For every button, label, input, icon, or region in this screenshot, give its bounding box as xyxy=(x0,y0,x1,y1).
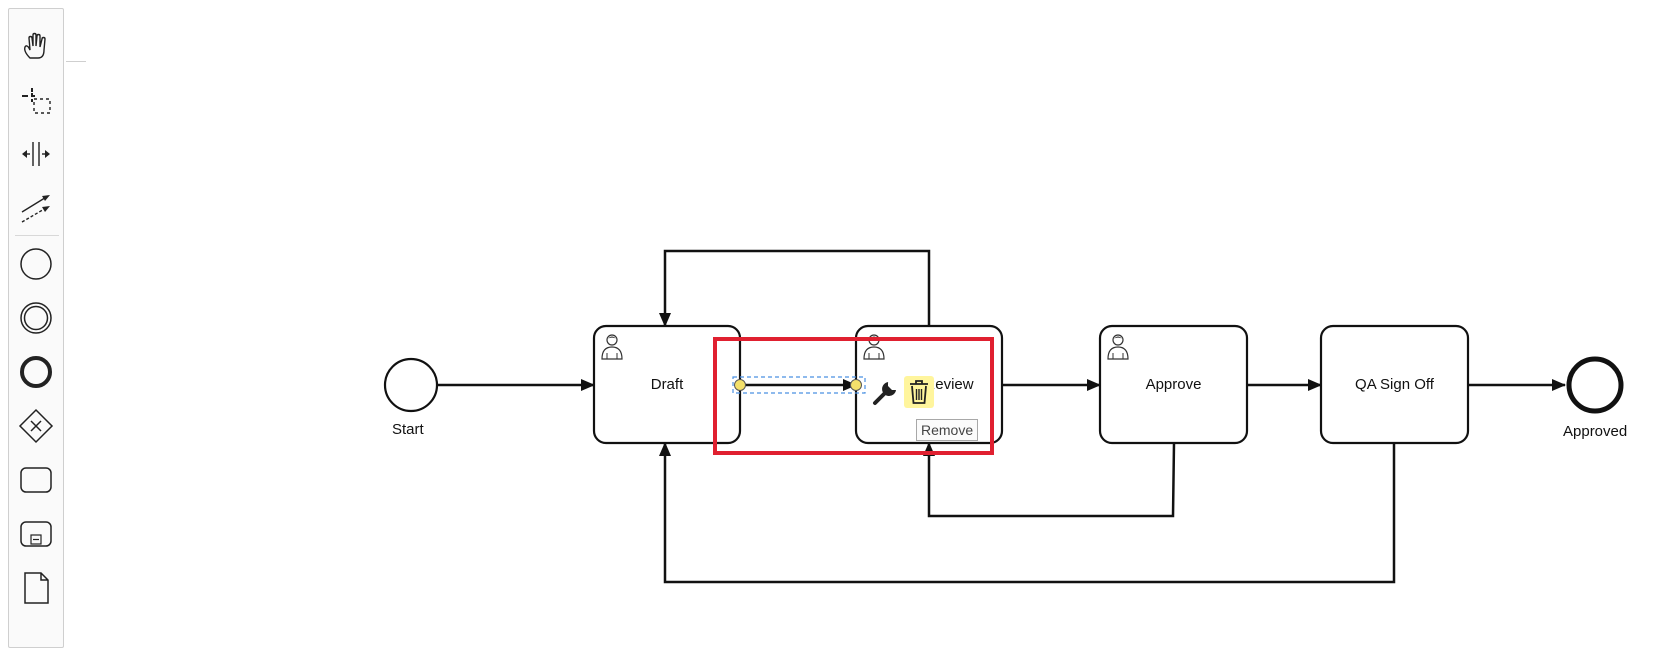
global-connect-tool[interactable] xyxy=(13,185,59,231)
trash-icon xyxy=(910,380,928,404)
change-type-button[interactable] xyxy=(870,376,902,408)
exclusive-gateway-icon xyxy=(18,408,54,444)
flow-qa-draft[interactable] xyxy=(659,442,1396,584)
create-end-event[interactable] xyxy=(13,349,59,395)
intermediate-event-icon xyxy=(20,302,52,334)
task-approve[interactable] xyxy=(1098,324,1249,445)
end-event[interactable] xyxy=(1566,356,1624,414)
highlight-box xyxy=(713,337,994,455)
end-event-label: Approved xyxy=(1563,423,1628,440)
context-pad xyxy=(870,376,940,412)
hand-icon xyxy=(24,32,46,59)
connect-icon xyxy=(21,195,50,223)
task-label-review: Review xyxy=(924,376,974,393)
space-icon xyxy=(22,142,50,166)
task-icon xyxy=(20,467,52,493)
connection-end-handle[interactable] xyxy=(850,379,862,391)
start-event[interactable] xyxy=(383,357,439,413)
task-label-approve: Approve xyxy=(1145,376,1202,393)
wrench-icon xyxy=(873,382,896,405)
create-start-event[interactable] xyxy=(13,241,59,287)
tool-palette xyxy=(8,8,64,648)
remove-tooltip: Remove xyxy=(916,419,979,441)
start-event-icon xyxy=(20,248,52,280)
hand-tool[interactable] xyxy=(13,23,59,69)
task-label-qa-sign-off: QA Sign Off xyxy=(1355,376,1434,393)
selected-connection[interactable] xyxy=(732,376,866,394)
start-event-label: Start xyxy=(392,421,424,438)
task-qa-sign-off[interactable] xyxy=(1319,324,1470,445)
create-task[interactable] xyxy=(13,457,59,503)
flow-approve-review[interactable] xyxy=(923,442,1176,518)
connection-start-handle[interactable] xyxy=(734,379,746,391)
create-data-object[interactable] xyxy=(13,565,59,611)
create-gateway[interactable] xyxy=(13,403,59,449)
end-event-icon xyxy=(20,356,52,388)
space-tool[interactable] xyxy=(13,131,59,177)
lasso-icon xyxy=(22,88,51,114)
data-object-icon xyxy=(24,572,49,604)
create-subprocess[interactable] xyxy=(13,511,59,557)
task-label-draft: Draft xyxy=(650,376,684,393)
subprocess-icon xyxy=(20,521,52,547)
lasso-tool[interactable] xyxy=(13,77,59,123)
create-intermediate-event[interactable] xyxy=(13,295,59,341)
remove-button[interactable] xyxy=(904,376,934,408)
flow-review-draft[interactable] xyxy=(659,249,931,327)
